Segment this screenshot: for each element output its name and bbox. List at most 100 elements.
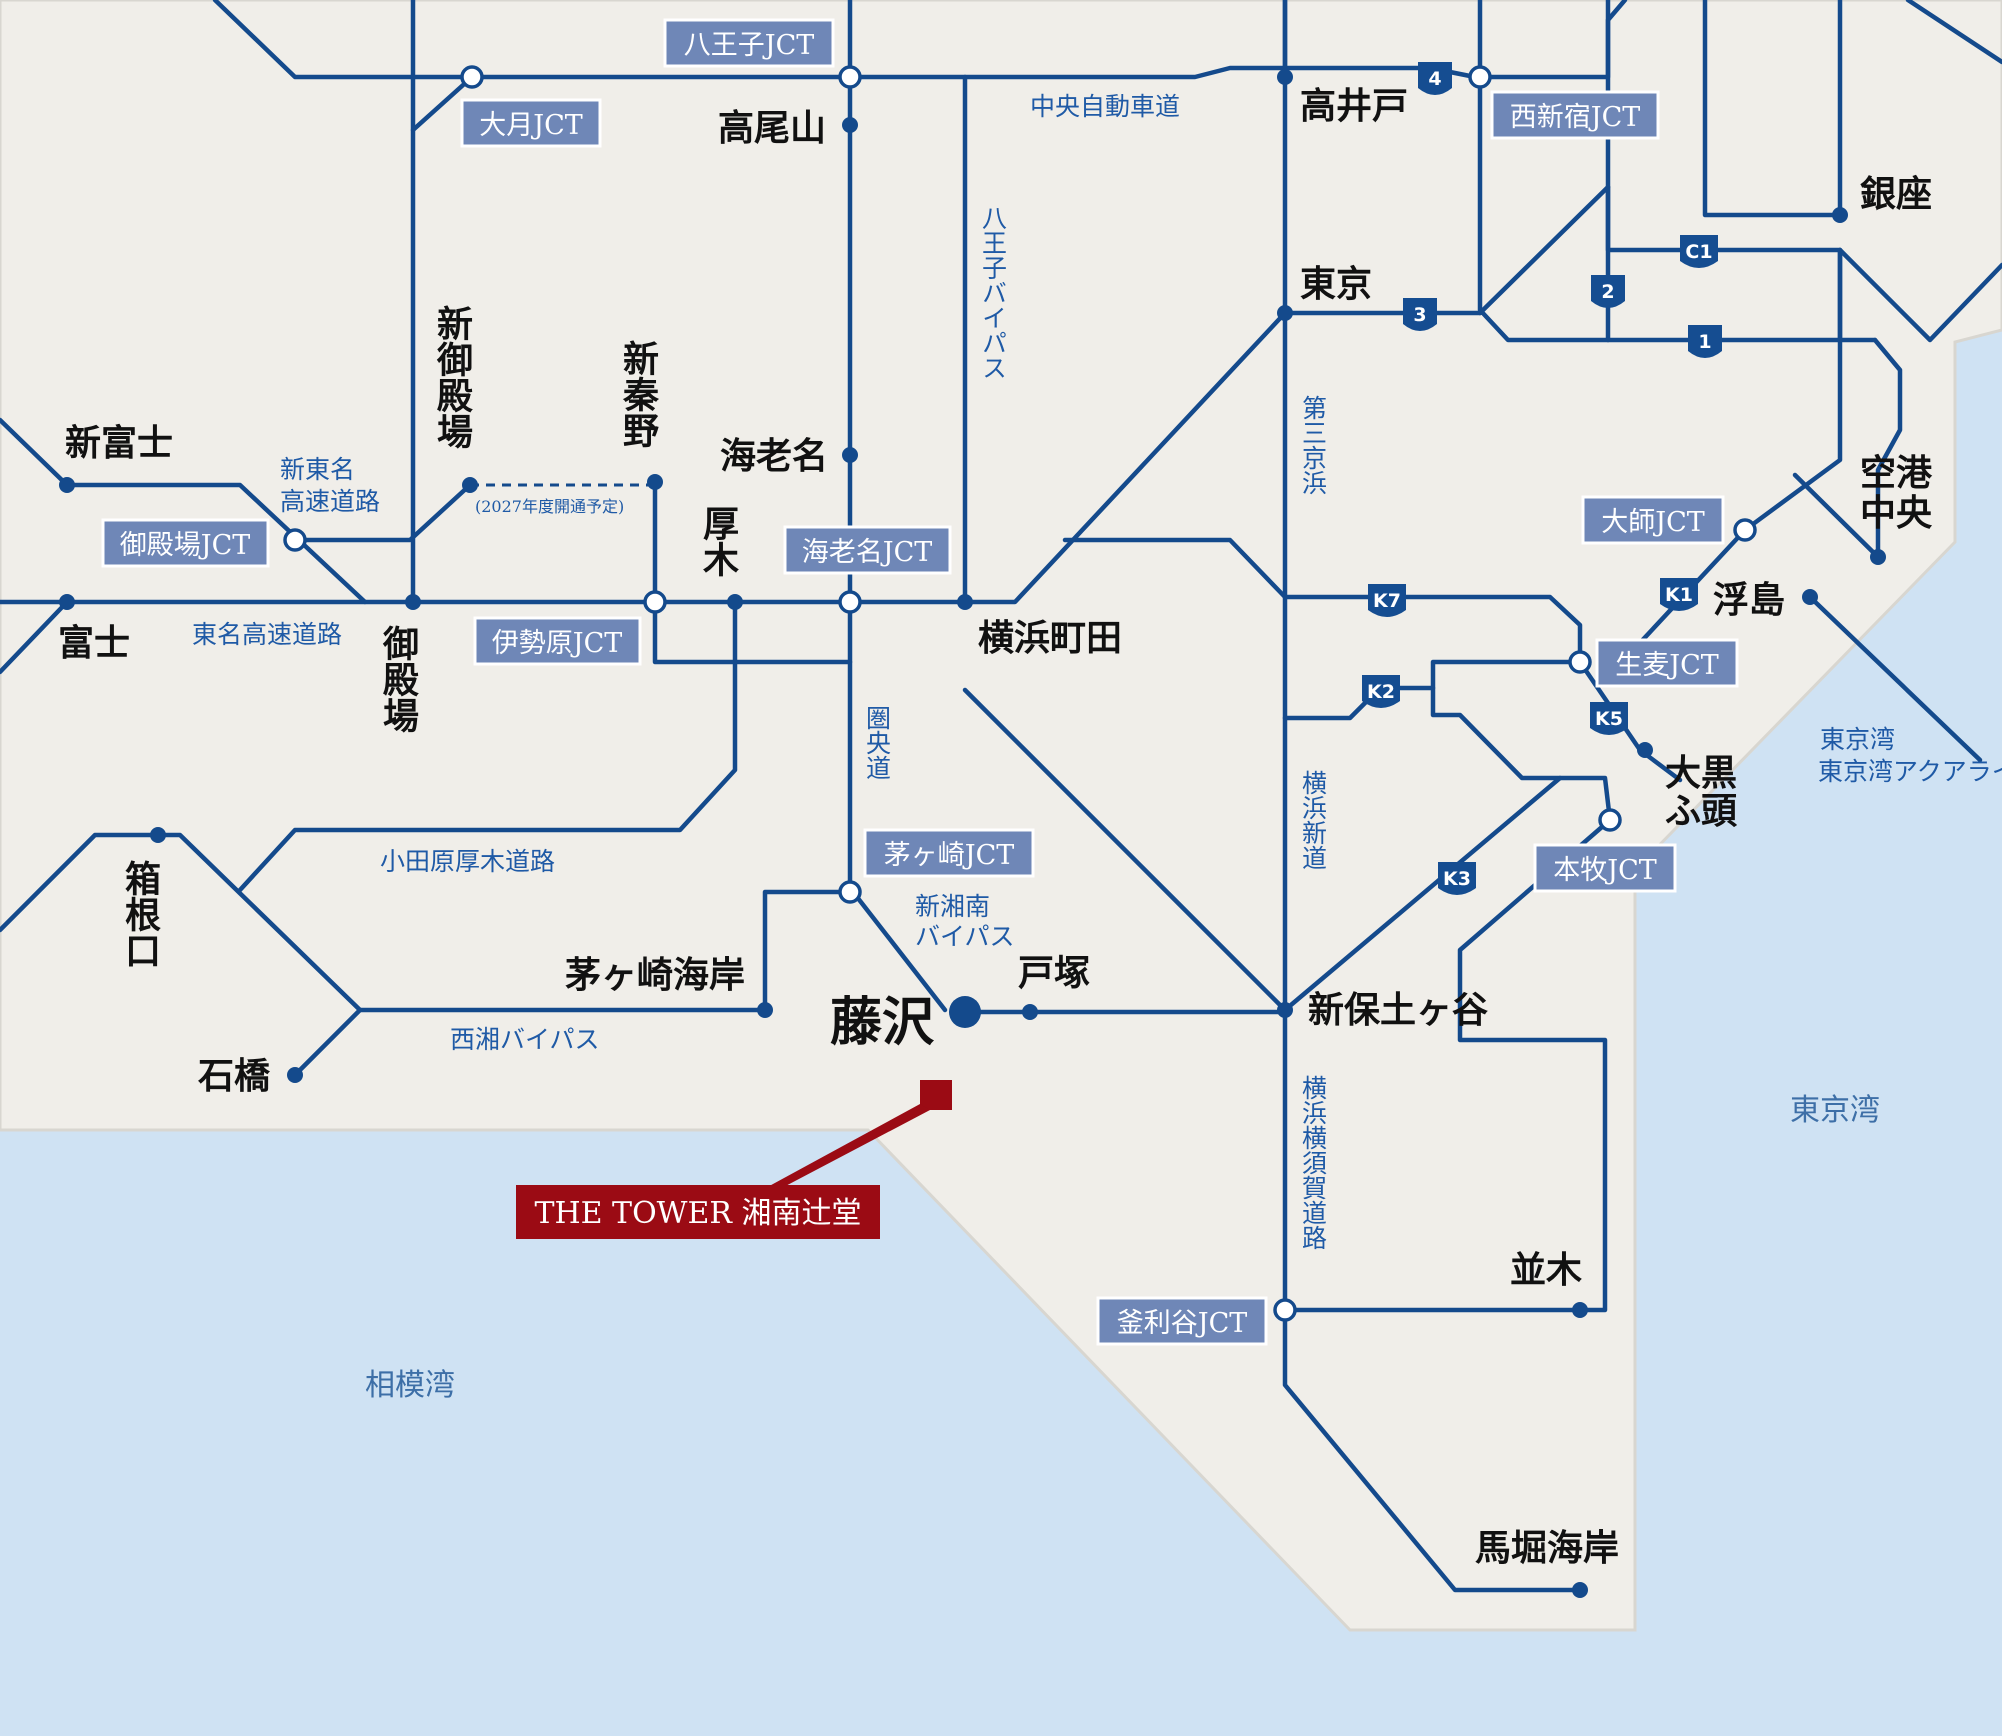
place-takaido: 高井戸 <box>1300 85 1408 127</box>
road-label-chuo: 中央自動車道 <box>1030 92 1180 121</box>
road-label-shin-shonan-1: 新湘南 <box>915 892 990 921</box>
jct-marker-ebina <box>838 590 862 614</box>
place-shin-hadano: 新秦野 <box>617 340 660 448</box>
place-chigasaki-kaigan: 茅ヶ崎海岸 <box>565 954 745 996</box>
expressway-network <box>0 0 2002 1593</box>
road-k3 <box>1282 775 1563 1013</box>
svg-text:大月JCT: 大月JCT <box>479 110 583 141</box>
sea-label-tokyo-bay: 東京湾 <box>1790 1093 1880 1128</box>
route-shield-k3: K3 <box>1438 862 1476 895</box>
road-seisho <box>292 1007 768 1078</box>
svg-text:3: 3 <box>1413 304 1426 326</box>
jct-marker-nishishinjuku <box>1468 65 1492 89</box>
planned-note: (2027年度開通予定) <box>475 497 624 516</box>
svg-text:C1: C1 <box>1685 241 1712 263</box>
road-odawara-atsugi <box>237 599 738 893</box>
dot-yokohama-machida <box>957 594 973 610</box>
route-shield-k1: K1 <box>1660 578 1698 611</box>
jct-marker-otsuki <box>460 65 484 89</box>
place-atsugi: 厚木 <box>697 505 739 577</box>
svg-text:生麦JCT: 生麦JCT <box>1615 650 1719 681</box>
jct-label-ebina: 海老名JCT <box>783 525 952 575</box>
jct-label-daishi: 大師JCT <box>1581 495 1725 545</box>
svg-text:K7: K7 <box>1373 590 1401 612</box>
road-k2-branch <box>1430 685 1613 823</box>
dot-shin-gotemba <box>462 477 478 493</box>
place-ginza: 銀座 <box>1860 173 1932 215</box>
dot-takaido <box>1277 69 1293 85</box>
jct-label-kamariya: 釜利谷JCT <box>1096 1296 1268 1346</box>
dot-totsuka <box>1022 1004 1038 1020</box>
place-kuko-chuo-2: 中央 <box>1860 492 1933 534</box>
dot-maborikaigan <box>1572 1582 1588 1598</box>
jct-label-namamugi: 生麦JCT <box>1595 638 1739 688</box>
route-shield-k7: K7 <box>1368 584 1406 617</box>
svg-text:釜利谷JCT: 釜利谷JCT <box>1117 1308 1248 1339</box>
road-hodogaya-bypass <box>962 310 1288 605</box>
svg-text:大師JCT: 大師JCT <box>1601 507 1705 538</box>
place-namiki: 並木 <box>1510 1249 1582 1291</box>
road-otsuki-link <box>410 74 475 133</box>
jct-marker-kamariya <box>1273 1298 1297 1322</box>
place-ukishima: 浮島 <box>1713 579 1785 621</box>
place-kuko-chuo-1: 空港 <box>1860 452 1933 494</box>
dot-gotemba <box>405 594 421 610</box>
dot-daikoku <box>1637 742 1653 758</box>
dot-atsugi <box>727 594 743 610</box>
jct-label-nishishinjuku: 西新宿JCT <box>1490 90 1660 140</box>
dot-kuko-chuo <box>1870 549 1886 565</box>
road-label-aqualine: 東京湾アクアライン <box>1818 757 2002 786</box>
svg-text:2: 2 <box>1601 281 1614 303</box>
dot-shin-fuji <box>59 477 75 493</box>
property-label: THE TOWER 湘南辻堂 <box>516 1185 880 1239</box>
road-hakone <box>0 832 363 1013</box>
svg-text:K1: K1 <box>1665 584 1693 606</box>
svg-text:K5: K5 <box>1595 708 1623 730</box>
jct-marker-honmoku <box>1598 808 1622 832</box>
road-label-tomei: 東名高速道路 <box>192 620 342 649</box>
place-maborikaigan: 馬堀海岸 <box>1475 1527 1619 1569</box>
dot-ukishima <box>1802 589 1818 605</box>
jct-marker-hachioji <box>838 65 862 89</box>
road-isehara <box>652 482 853 665</box>
road-k7 <box>1062 537 1583 665</box>
place-tokyo: 東京 <box>1300 263 1372 305</box>
road-label-ken-o: 圏央道 <box>863 705 892 780</box>
road-chuo <box>212 0 1611 80</box>
place-fujisawa: 藤沢 <box>830 992 935 1053</box>
route-shield-1: 1 <box>1688 325 1722 358</box>
road-aqualine <box>1807 594 1983 763</box>
dot-chigasaki-kaigan <box>757 1002 773 1018</box>
dot-shin-hadano <box>647 474 663 490</box>
road-label-hachioji-bypass: 八王子バイパス <box>979 205 1008 380</box>
jct-marker-daishi <box>1733 518 1757 542</box>
svg-text:八王子JCT: 八王子JCT <box>684 30 815 61</box>
road-label-odawara-atsugi: 小田原厚木道路 <box>380 847 555 876</box>
place-shin-hodogaya: 新保土ヶ谷 <box>1308 989 1488 1031</box>
route-shield-k5: K5 <box>1590 702 1628 735</box>
place-daikoku-2: ふ頭 <box>1665 790 1738 832</box>
dot-takaosan <box>842 117 858 133</box>
svg-text:THE TOWER 湘南辻堂: THE TOWER 湘南辻堂 <box>534 1196 861 1231</box>
place-shin-fuji: 新富士 <box>65 422 173 464</box>
road-label-yokohama-shindo: 横浜新道 <box>1299 770 1328 870</box>
svg-text:K3: K3 <box>1443 868 1471 890</box>
property-pointer <box>762 1104 930 1190</box>
route-shield-c1: C1 <box>1680 235 1718 268</box>
road-label-shin-tomei-1: 新東名 <box>280 455 355 484</box>
place-takaosan: 高尾山 <box>718 107 826 149</box>
road-label-shin-shonan-2: バイパス <box>915 922 1015 951</box>
road-label-seisho: 西湘バイパス <box>450 1025 600 1054</box>
road-fukagawa <box>1837 247 2002 343</box>
sea-label-tokyo-bay-small: 東京湾 <box>1820 725 1895 754</box>
road-shinjuku-diag <box>1477 184 1611 316</box>
place-yokohama-machida: 横浜町田 <box>978 617 1122 659</box>
dot-hakone-guchi <box>150 827 166 843</box>
svg-text:伊勢原JCT: 伊勢原JCT <box>492 628 623 659</box>
place-ishibashi: 石橋 <box>198 1055 270 1097</box>
dot-fuji <box>59 594 75 610</box>
route-shield-3: 3 <box>1403 298 1437 331</box>
svg-text:1: 1 <box>1698 331 1711 353</box>
